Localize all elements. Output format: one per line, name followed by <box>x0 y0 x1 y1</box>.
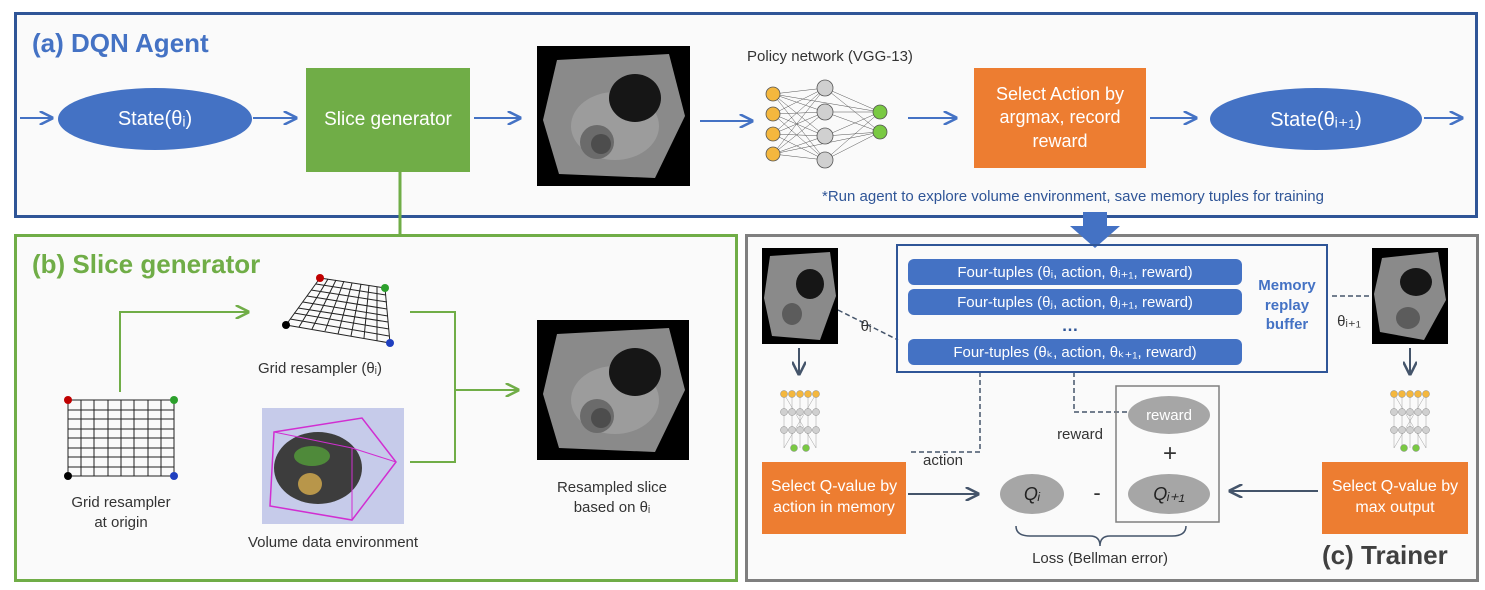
select-q-max-box: Select Q-value by max output <box>1322 462 1468 534</box>
select-q-action-box: Select Q-value by action in memory <box>762 462 906 534</box>
memory-label-line3: buffer <box>1265 316 1309 333</box>
tuple-row-3: Four-tuples (θₖ, action, θₖ₊₁, reward) <box>908 339 1242 365</box>
mri-slice-image <box>537 46 690 186</box>
volume-data-label: Volume data environment <box>247 534 419 551</box>
reward-label: reward <box>1057 426 1103 443</box>
resampled-slice-label-line2: based on θᵢ <box>573 499 651 517</box>
dash-theta-left <box>837 309 899 341</box>
grid-theta-graphic <box>285 277 391 344</box>
trainer-slice-left <box>762 248 838 344</box>
tuple-ellipsis: … <box>1061 316 1079 335</box>
theta-left-label: θᵢ <box>860 318 872 335</box>
target-network-right <box>1390 390 1430 452</box>
target-network-left <box>780 390 820 452</box>
tuple-row-2: Four-tuples (θⱼ, action, θⱼ₊₁, reward) <box>908 289 1242 315</box>
minus-sign: - <box>1093 480 1101 505</box>
resampled-slice-label-line1: Resampled slice <box>556 479 668 496</box>
panel-b-title: (b) Slice generator <box>32 249 261 279</box>
loss-brace <box>1015 525 1187 547</box>
memory-label-line2: replay <box>1264 296 1310 314</box>
q-next-node: Qᵢ₊₁ <box>1128 474 1210 514</box>
memory-down-arrow <box>1070 212 1120 248</box>
policy-network-graphic <box>765 79 888 169</box>
tuple-row-1: Four-tuples (θᵢ, action, θᵢ₊₁, reward) <box>908 259 1242 285</box>
grid-origin-label: Grid resampler at origin <box>40 493 202 532</box>
panel-c-title: (c) Trainer <box>1322 540 1448 570</box>
resampled-slice-image <box>537 320 689 460</box>
dash-reward <box>1073 372 1128 413</box>
loss-label: Loss (Bellman error) <box>1032 550 1168 567</box>
bracket-merge <box>410 311 456 463</box>
target-frame <box>1115 385 1220 523</box>
memory-replay-label: Memory replay buffer <box>1248 276 1326 335</box>
volume-render-image <box>262 408 404 524</box>
dash-action <box>908 372 981 453</box>
grid-origin-label-line2: at origin <box>94 513 148 531</box>
grid-resampler-theta-label: Grid resampler (θᵢ) <box>257 360 383 377</box>
resampled-slice-label: Resampled slice based on θᵢ <box>520 478 704 519</box>
grid-origin-label-line1: Grid resampler <box>71 494 171 511</box>
panel-a-title: (a) DQN Agent <box>32 28 209 58</box>
slice-generator-box: Slice generator <box>306 68 470 172</box>
reward-node: reward <box>1128 396 1210 434</box>
memory-label-line1: Memory <box>1258 277 1316 294</box>
select-action-box: Select Action by argmax, record reward <box>974 68 1146 168</box>
memory-buffer-frame <box>896 244 1328 373</box>
trainer-slice-right <box>1372 248 1448 344</box>
arrow-origin-to-grid <box>119 312 248 392</box>
action-label: action <box>922 452 964 469</box>
state-input-node: State(θᵢ) <box>58 88 252 150</box>
policy-network-label: Policy network (VGG-13) <box>747 48 913 65</box>
q-current-node: Qᵢ <box>1000 474 1064 514</box>
plus-sign: + <box>1162 440 1177 467</box>
theta-right-label: θᵢ₊₁ <box>1337 313 1361 330</box>
grid-origin-graphic <box>67 399 175 477</box>
agent-note: *Run agent to explore volume environment… <box>822 188 1324 205</box>
state-output-node: State(θᵢ₊₁) <box>1210 88 1422 150</box>
